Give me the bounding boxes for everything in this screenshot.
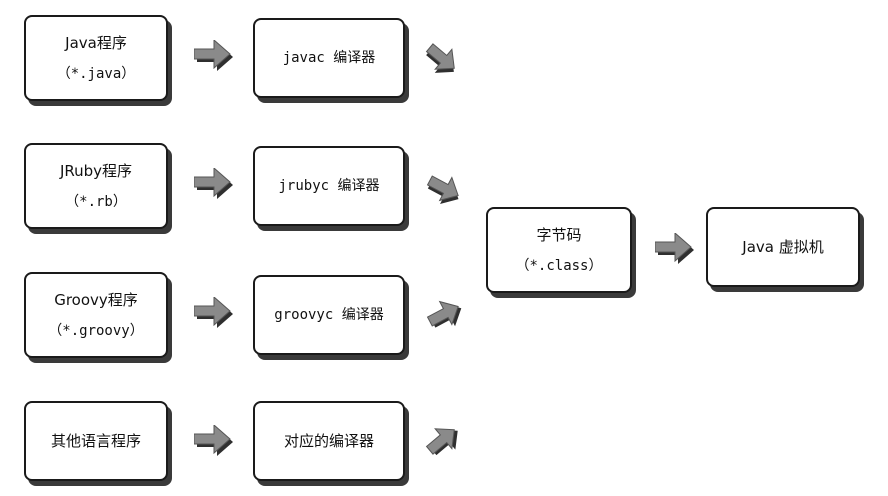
source-box-jruby: JRuby程序 （*.rb） (24, 143, 168, 229)
source-name: JRuby程序 (59, 161, 133, 180)
arrow-right-icon (194, 40, 236, 74)
source-name: Groovy程序 (54, 290, 138, 309)
compiler-label: 对应的编译器 (283, 432, 374, 450)
compiler-box-javac: javac 编译器 (253, 18, 405, 98)
compiler-label: groovyc 编译器 (274, 306, 384, 323)
jvm-box: Java 虚拟机 (706, 207, 860, 287)
arrow-down-right-icon (424, 168, 464, 208)
jvm-label: Java 虚拟机 (742, 238, 824, 256)
arrow-right-icon (194, 297, 236, 331)
compiler-label: jrubyc 编译器 (278, 177, 380, 194)
source-name: 其他语言程序 (50, 432, 141, 450)
compiler-label: javac 编译器 (282, 49, 376, 66)
bytecode-name: 字节码 (536, 225, 582, 244)
bytecode-box: 字节码 （*.class） (486, 207, 632, 293)
compiler-box-jrubyc: jrubyc 编译器 (253, 146, 405, 226)
source-ext: （*.rb） (65, 193, 127, 210)
arrow-up-right-icon (422, 420, 462, 460)
source-ext: （*.java） (56, 65, 136, 82)
source-name: Java程序 (65, 33, 127, 52)
arrow-right-icon (194, 425, 236, 459)
compiler-box-groovyc: groovyc 编译器 (253, 275, 405, 355)
compiler-box-other: 对应的编译器 (253, 401, 405, 481)
arrow-right-icon (194, 168, 236, 202)
arrow-down-right-icon (422, 38, 462, 78)
source-box-groovy: Groovy程序 （*.groovy） (24, 272, 168, 358)
arrow-right-icon (655, 233, 697, 267)
bytecode-ext: （*.class） (515, 257, 603, 274)
source-box-java: Java程序 （*.java） (24, 15, 168, 101)
source-box-other: 其他语言程序 (24, 401, 168, 481)
arrow-up-right-icon (424, 294, 464, 334)
source-ext: （*.groovy） (48, 322, 144, 339)
